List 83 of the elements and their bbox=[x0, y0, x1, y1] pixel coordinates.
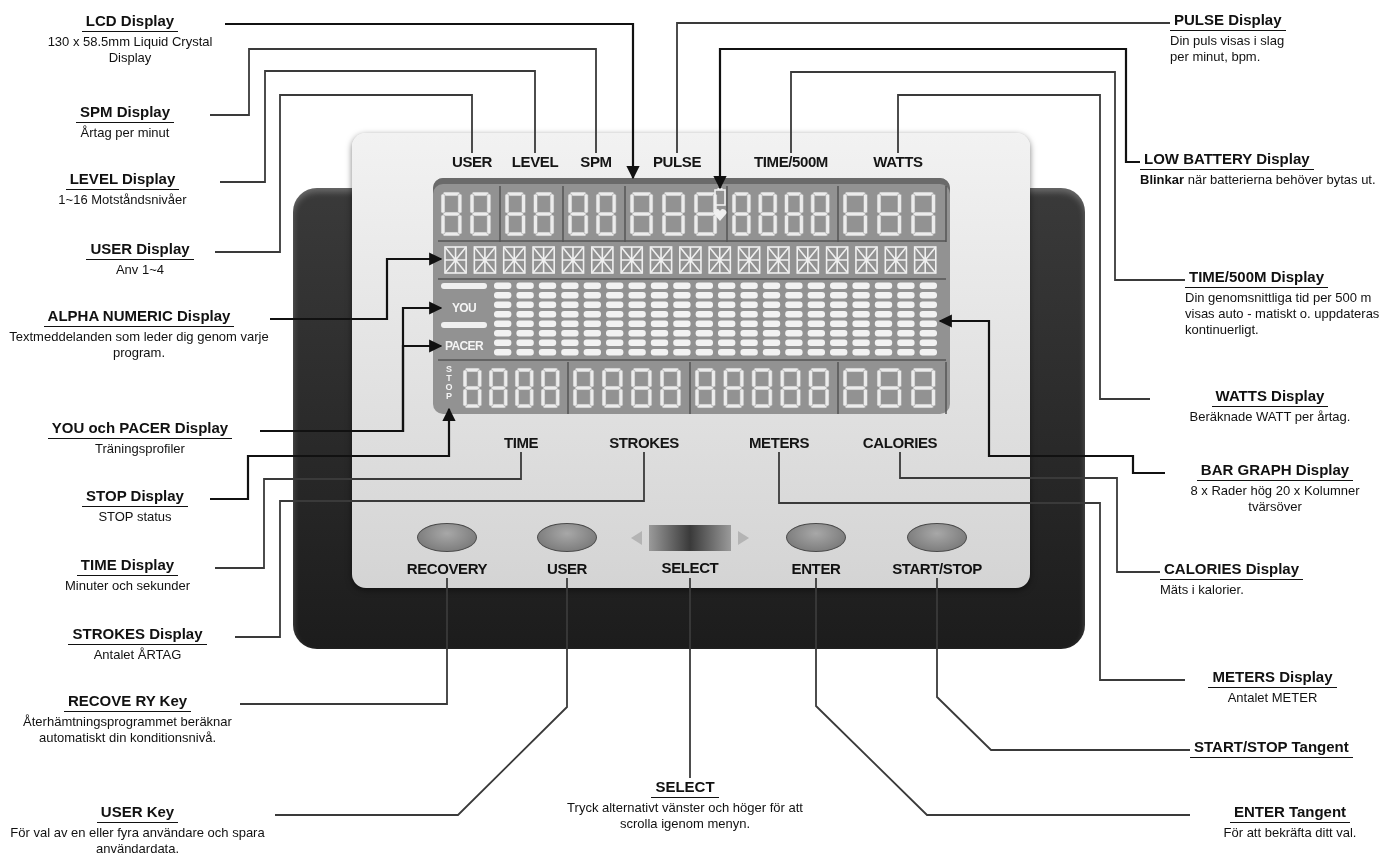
leader-line bbox=[936, 577, 1191, 751]
key-label: RECOVERY bbox=[406, 560, 488, 578]
leader-line bbox=[239, 577, 448, 705]
callout-heading: ALPHA NUMERIC Display bbox=[43, 307, 235, 327]
callout-heading: TIME Display bbox=[76, 556, 179, 576]
leader-line bbox=[938, 314, 1165, 475]
key-label: USER bbox=[546, 560, 588, 578]
callout-text: 130 x 58.5mm Liquid Crystal Display bbox=[46, 34, 214, 66]
callout-text: Anv 1~4 bbox=[114, 262, 166, 278]
callout-heading: SELECT bbox=[651, 778, 719, 798]
leader-line bbox=[214, 94, 473, 253]
leader-line bbox=[209, 48, 597, 154]
key-label: SELECT bbox=[661, 559, 719, 577]
callout-text: Beräknade WATT per årtag. bbox=[1188, 409, 1352, 425]
display-label: USER bbox=[451, 153, 493, 171]
display-label: CALORIES bbox=[862, 434, 938, 452]
display-label: SPM bbox=[580, 153, 612, 171]
callout-text: Minuter och sekunder bbox=[64, 578, 191, 594]
screen-label: STOP bbox=[443, 364, 455, 409]
screen-label: YOU bbox=[441, 299, 487, 317]
callout-text: Antalet METER bbox=[1226, 690, 1319, 706]
callout-text: Mäts i kalorier. bbox=[1160, 582, 1245, 598]
console-panel bbox=[352, 133, 1030, 588]
callout-text: 8 x Rader hög 20 x Kolumner tvärsöver bbox=[1189, 483, 1361, 515]
key-label: ENTER bbox=[791, 560, 841, 578]
callout-heading: STOP Display bbox=[82, 487, 188, 507]
callout-text: Tryck alternativt vänster och höger för att scrolla igenom menyn. bbox=[566, 800, 804, 832]
callout-text: Din genomsnittliga tid per 500 m visas auto - matiskt o. uppdateras kontinuerligt. bbox=[1185, 290, 1381, 338]
callout-text: Träningsprofiler bbox=[94, 441, 186, 457]
bar-graph bbox=[492, 281, 940, 357]
display-label: TIME bbox=[503, 434, 539, 452]
leader-line bbox=[689, 577, 691, 779]
leader-line bbox=[210, 407, 456, 501]
callout-heading: USER Display bbox=[86, 240, 194, 260]
leader-line bbox=[234, 451, 645, 638]
callout-text: Blinkar när batterierna behöver bytas ut. bbox=[1140, 172, 1377, 188]
callout-heading: ENTER Tangent bbox=[1229, 803, 1351, 823]
leader-line bbox=[815, 577, 1191, 816]
callout-heading: START/STOP Tangent bbox=[1190, 738, 1353, 758]
leader-line bbox=[219, 70, 536, 183]
leader-line bbox=[778, 451, 1186, 681]
callout-heading: YOU och PACER Display bbox=[47, 419, 233, 439]
callout-heading: LCD Display bbox=[81, 12, 179, 32]
callout-heading: TIME/500M Display bbox=[1185, 268, 1329, 288]
callout-text: Återhämtningsprogrammet beräknar automatiskt din konditionsnivå. bbox=[22, 714, 233, 746]
leader-line bbox=[270, 252, 443, 321]
display-label: STROKES bbox=[609, 434, 679, 452]
leader-line bbox=[713, 47, 1140, 190]
callout-heading: BAR GRAPH Display bbox=[1196, 461, 1354, 481]
leader-line bbox=[225, 22, 640, 180]
display-label: WATTS bbox=[873, 153, 923, 171]
callout-heading: PULSE Display bbox=[1170, 11, 1286, 31]
display-label: METERS bbox=[748, 434, 810, 452]
callout-heading: STROKES Display bbox=[68, 625, 207, 645]
callout-heading: WATTS Display bbox=[1211, 387, 1329, 407]
lcd-screen bbox=[433, 178, 950, 414]
leader-line bbox=[214, 451, 522, 569]
screen-label: PACER bbox=[441, 337, 487, 355]
leader-line bbox=[790, 71, 1186, 281]
display-label: TIME/500M bbox=[754, 153, 828, 171]
callout-text: Din puls visas i slag per minut, bpm. bbox=[1170, 33, 1286, 65]
leader-line bbox=[676, 22, 1171, 154]
battery-icon bbox=[714, 188, 726, 206]
callout-text: STOP status bbox=[97, 509, 173, 525]
leader-line bbox=[897, 94, 1151, 400]
callout-heading: USER Key bbox=[96, 803, 179, 823]
callout-heading: METERS Display bbox=[1208, 668, 1337, 688]
callout-text: För val av en eller fyra användare och spara användardata. bbox=[9, 825, 266, 857]
callout-heading: SPM Display bbox=[76, 103, 174, 123]
leader-line bbox=[899, 451, 1161, 573]
key-label: START/STOP bbox=[892, 560, 982, 578]
callout-heading: RECOVE RY Key bbox=[63, 692, 192, 712]
leader-line bbox=[274, 577, 568, 816]
callout-text: För att bekräfta ditt val. bbox=[1222, 825, 1358, 841]
display-label: PULSE bbox=[653, 153, 701, 171]
callout-heading: CALORIES Display bbox=[1160, 560, 1304, 580]
callout-heading: LOW BATTERY Display bbox=[1140, 150, 1314, 170]
callout-text: Antalet ÅRTAG bbox=[92, 647, 183, 663]
callout-text: Årtag per minut bbox=[79, 125, 171, 141]
callout-heading: LEVEL Display bbox=[65, 170, 180, 190]
display-label: LEVEL bbox=[511, 153, 559, 171]
callout-text: Textmeddelanden som leder dig genom varje program. bbox=[8, 329, 270, 361]
callout-text: 1~16 Motståndsnivåer bbox=[57, 192, 188, 208]
